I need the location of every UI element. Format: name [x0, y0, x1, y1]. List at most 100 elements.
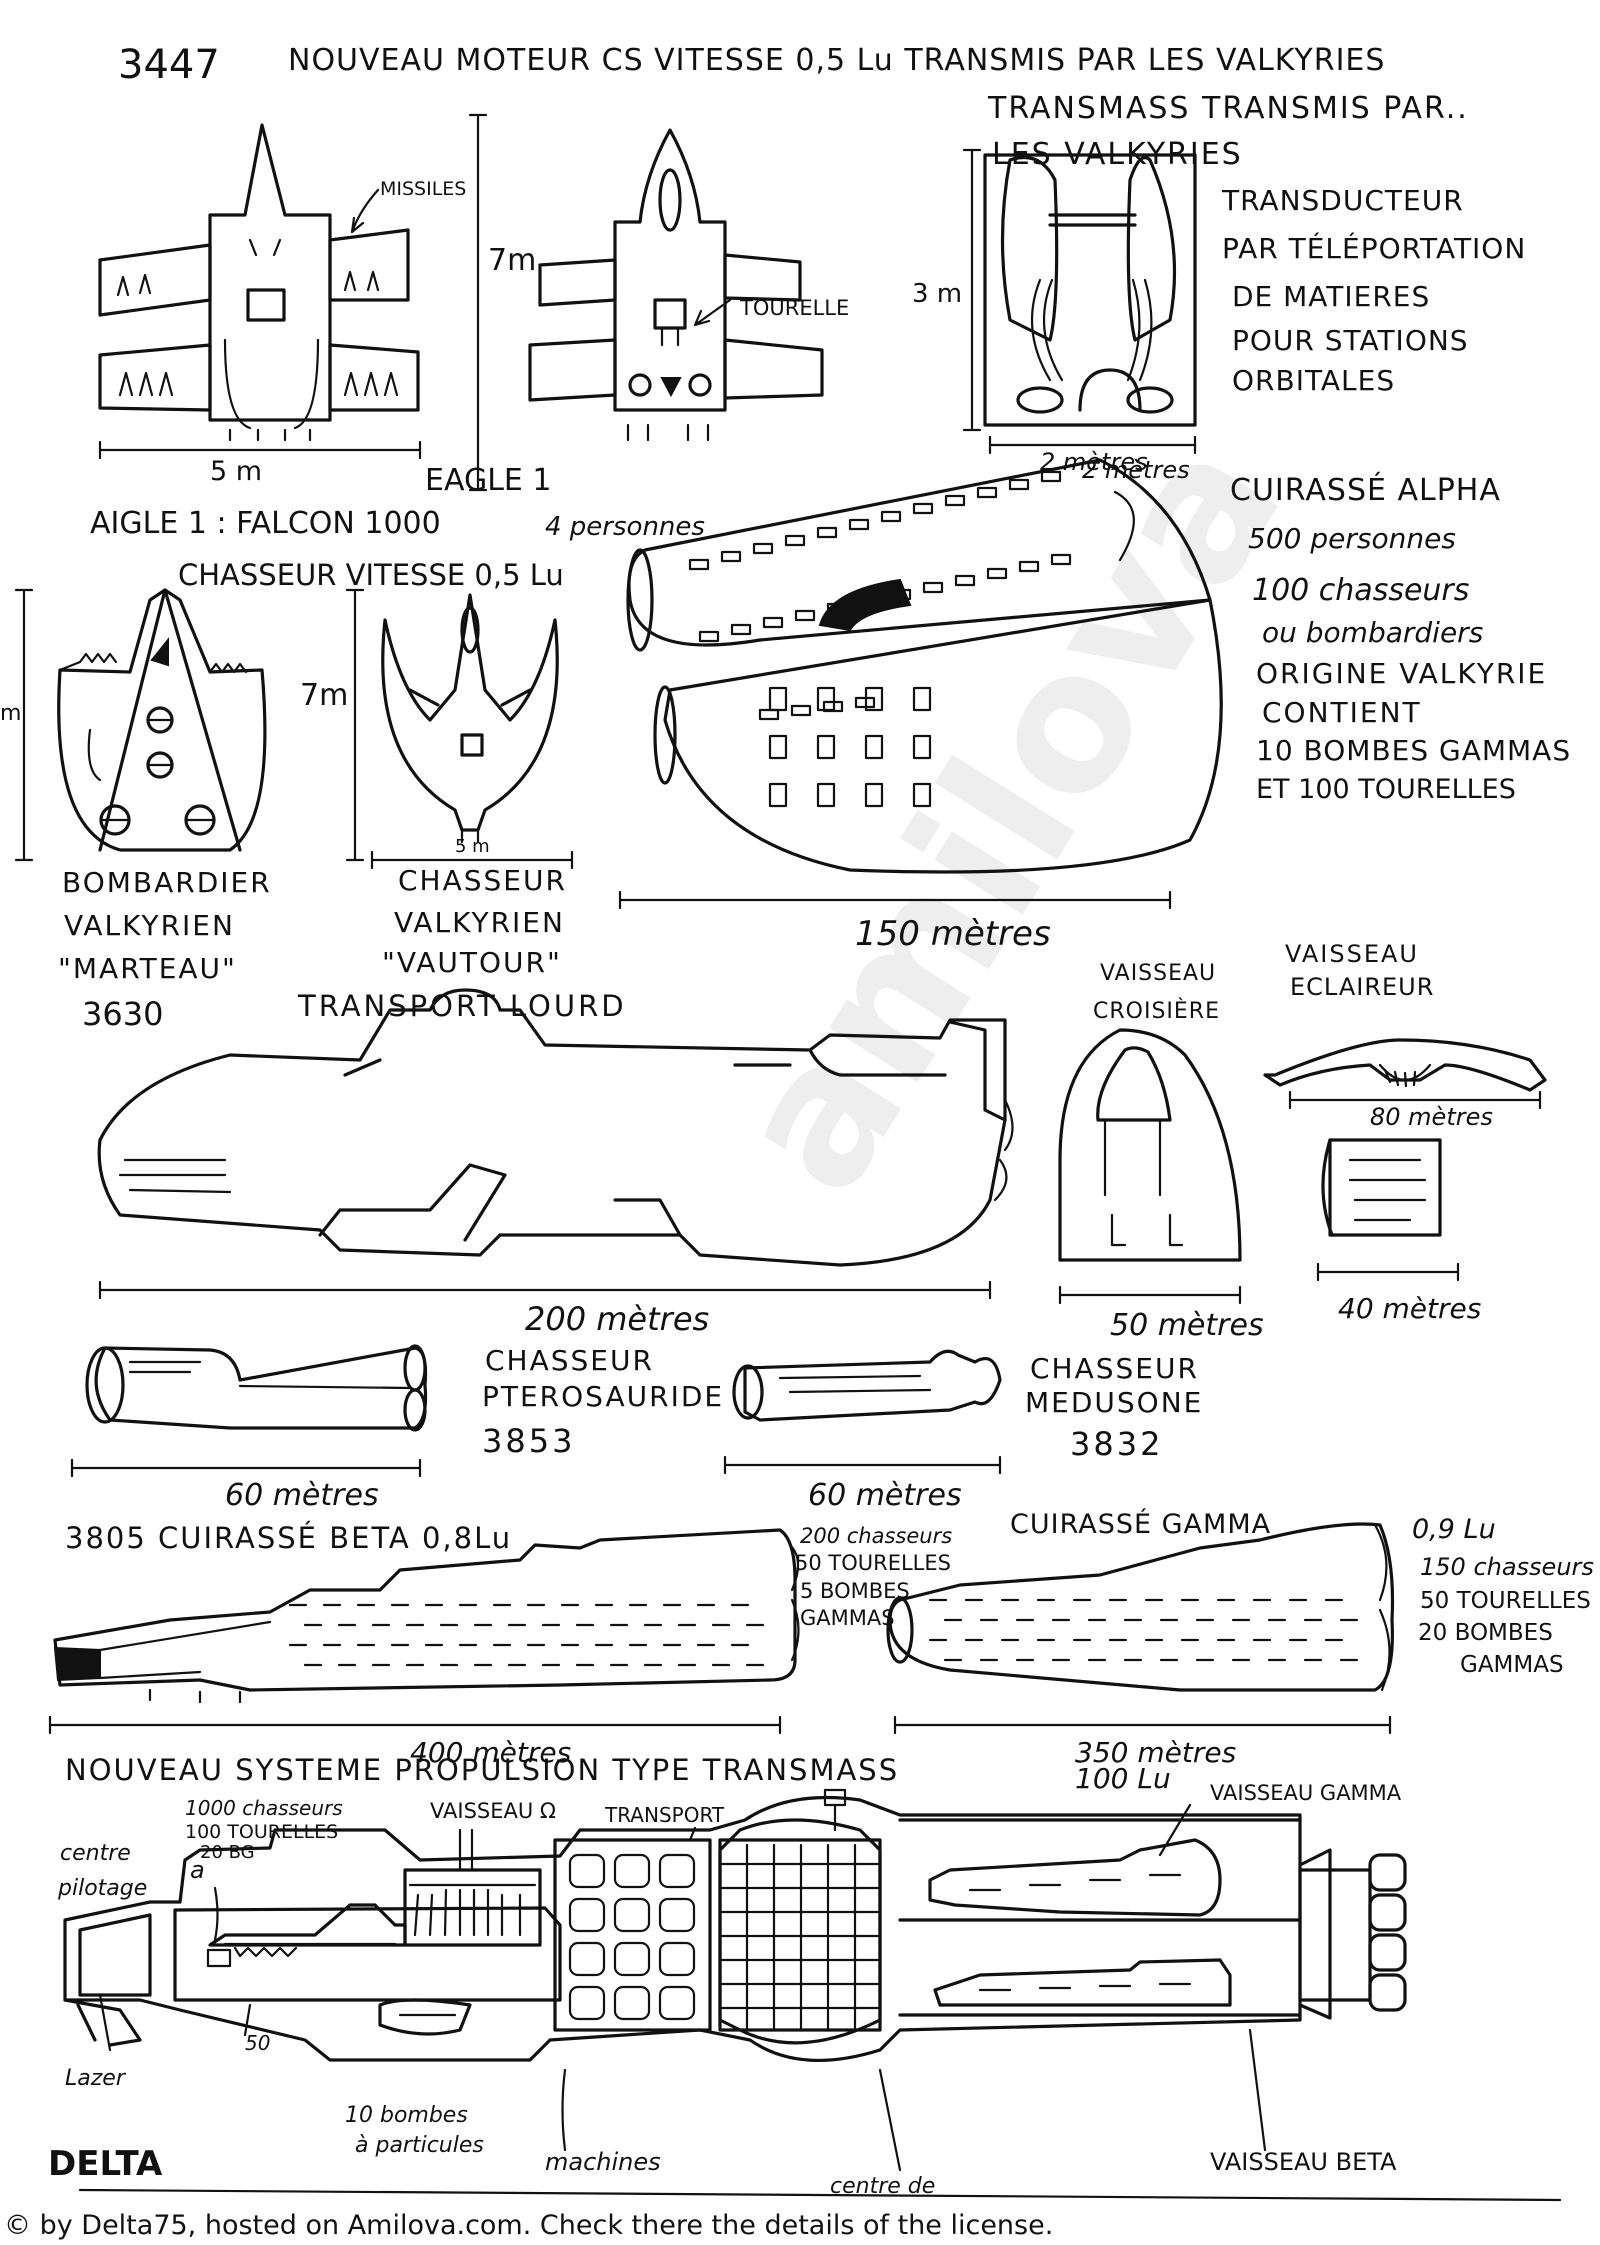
alpha-line-6: CONTIENT — [1262, 696, 1422, 729]
delta-capacity-2: 100 TOURELLES — [185, 1821, 338, 1843]
bombardier-drawing — [14, 588, 267, 862]
eagle-side-view — [468, 113, 824, 492]
medusone-id: 3832 — [1070, 1425, 1163, 1463]
aigle-label: AIGLE 1 : FALCON 1000 — [90, 506, 441, 541]
pterosauride-line-2: PTEROSAURIDE — [482, 1380, 724, 1413]
gamma-drawing — [886, 1522, 1395, 1735]
alpha-dim: 150 mètres — [855, 914, 1051, 954]
alpha-line-2: 500 personnes — [1248, 522, 1456, 555]
beta-line-2: 50 TOURELLES — [795, 1551, 951, 1575]
vautour-drawing — [345, 588, 574, 870]
delta-name: DELTA — [48, 2144, 163, 2184]
croisiere-line-1: VAISSEAU — [1100, 961, 1216, 986]
gamma-line-4: 20 BOMBES — [1418, 1620, 1553, 1646]
pterosauride-dim: 60 mètres — [225, 1478, 379, 1513]
medusone-dim: 60 mètres — [808, 1478, 962, 1513]
vautour-height-dim: 7m — [300, 678, 348, 713]
gamma-title: CUIRASSÉ GAMMA — [1010, 1508, 1271, 1540]
missiles-label: MISSILES — [380, 178, 466, 200]
eagle-crew: 4 personnes — [545, 512, 705, 542]
transducteur-height-dim: 3 m — [912, 279, 962, 309]
transducteur-line-1: TRANSDUCTEUR — [1221, 184, 1464, 217]
alpha-line-5: ORIGINE VALKYRIE — [1256, 657, 1547, 690]
croisiere-line-2: CROISIÈRE — [1093, 998, 1220, 1024]
alpha-drawing — [618, 458, 1223, 910]
medusone-line-1: CHASSEUR — [1030, 1352, 1199, 1385]
transducteur-drawing — [962, 148, 1197, 455]
bombardier-height-dim: m — [0, 701, 21, 726]
alpha-dim-top: 2 mètres — [1040, 448, 1148, 476]
croisiere-dim: 50 mètres — [1110, 1308, 1264, 1343]
gamma-line-2: 150 chasseurs — [1420, 1553, 1594, 1581]
gamma-dim: 350 mètres — [1075, 1736, 1236, 1769]
delta-gamma-label: VAISSEAU GAMMA — [1210, 1781, 1402, 1805]
pterosauride-drawing — [70, 1344, 428, 1478]
delta-bombes-label-1: 10 bombes — [345, 2103, 468, 2128]
bombardier-id: 3630 — [82, 995, 163, 1033]
delta-machines-label: machines — [545, 2148, 661, 2176]
vautour-line-2: VALKYRIEN — [394, 906, 565, 939]
vautour-width-dim: 5 m — [455, 836, 490, 857]
beta-line-3: 5 BOMBES — [800, 1579, 910, 1603]
beta-dim: 400 mètres — [410, 1736, 571, 1769]
delta-drawing — [63, 1788, 1562, 2202]
pterosauride-line-1: CHASSEUR — [485, 1344, 654, 1377]
bombardier-line-1: BOMBARDIER — [62, 866, 272, 899]
delta-omega-label: VAISSEAU Ω — [430, 1799, 556, 1823]
license-footer: © by Delta75, hosted on Amilova.com. Che… — [0, 2206, 1600, 2245]
vautour-line-1: CHASSEUR — [398, 864, 567, 897]
medusone-line-2: MEDUSONE — [1025, 1386, 1203, 1419]
transducteur-line-5: ORBITALES — [1232, 364, 1395, 397]
alpha-line-1: CUIRASSÉ ALPHA — [1230, 472, 1501, 508]
pterosauride-id: 3853 — [482, 1422, 575, 1460]
bombardier-line-2: VALKYRIEN — [64, 909, 235, 942]
eagle-height-dim: 7m — [488, 243, 536, 278]
bombardier-line-3: "MARTEAU" — [58, 952, 237, 985]
eagle-name: EAGLE 1 — [425, 463, 552, 498]
alpha-line-7: 10 BOMBES GAMMAS — [1256, 734, 1571, 767]
medusone-drawing — [723, 1349, 1002, 1475]
eclaireur-dim-2: 40 mètres — [1338, 1292, 1481, 1325]
header-line-2: TRANSMASS TRANSMIS PAR.. — [987, 91, 1469, 126]
delta-a-label: a — [190, 1856, 205, 1884]
eclaireur-line-2: ECLAIREUR — [1290, 973, 1434, 1001]
eagle-width-dim: 5 m — [210, 456, 262, 487]
vautour-line-3: "VAUTOUR" — [382, 946, 562, 979]
eagle-top-view — [98, 123, 422, 460]
delta-beta-label: VAISSEAU BETA — [1210, 2148, 1397, 2176]
delta-bombes-label-2: à particules — [355, 2133, 484, 2158]
transducteur-line-2: PAR TÉLÉPORTATION — [1222, 231, 1526, 265]
transducteur-line-3: DE MATIERES — [1232, 280, 1430, 313]
transducteur-line-4: POUR STATIONS — [1232, 324, 1469, 357]
delta-lazer-label: Lazer — [65, 2066, 127, 2091]
beta-line-1: 200 chasseurs — [800, 1524, 952, 1548]
beta-title: 3805 CUIRASSÉ BETA 0,8Lu — [65, 1521, 512, 1555]
sheet-id: 3447 — [118, 42, 220, 88]
tourelle-label: TOURELLE — [739, 296, 849, 320]
delta-capacity-1: 1000 chasseurs — [185, 1796, 343, 1820]
beta-drawing — [48, 1528, 800, 1735]
gamma-speed: 100 Lu — [1075, 1762, 1171, 1795]
transport-dim: 200 mètres — [525, 1300, 709, 1338]
delta-centre-label: centre — [60, 1841, 131, 1866]
gamma-line-1: 0,9 Lu — [1412, 1514, 1496, 1545]
transport-drawing — [97, 988, 1014, 1300]
eclaireur-line-1: VAISSEAU — [1285, 940, 1419, 968]
gamma-line-5: GAMMAS — [1460, 1652, 1564, 1678]
delta-title: NOUVEAU SYSTEME PROPULSION TYPE TRANSMAS… — [65, 1753, 899, 1787]
alpha-line-8: ET 100 TOURELLES — [1256, 774, 1516, 805]
header-line-1: NOUVEAU MOTEUR CS VITESSE 0,5 Lu TRANSMI… — [288, 43, 1385, 78]
transport-title: TRANSPORT LOURD — [297, 989, 627, 1023]
eclaireur-drawing — [1263, 1038, 1547, 1282]
delta-so-label: 50 — [245, 2031, 270, 2055]
delta-transport-label: TRANSPORT — [604, 1803, 725, 1827]
delta-capacity-3: 20 BG — [200, 1842, 255, 1863]
delta-pilotage-label: pilotage — [57, 1876, 147, 1901]
croisiere-drawing — [1058, 1028, 1242, 1305]
chasseur-speed: CHASSEUR VITESSE 0,5 Lu — [178, 558, 564, 592]
beta-line-4: GAMMAS — [800, 1606, 895, 1630]
gamma-line-3: 50 TOURELLES — [1420, 1588, 1591, 1614]
alpha-line-3: 100 chasseurs — [1252, 573, 1469, 608]
eclaireur-dim: 80 mètres — [1370, 1103, 1493, 1131]
